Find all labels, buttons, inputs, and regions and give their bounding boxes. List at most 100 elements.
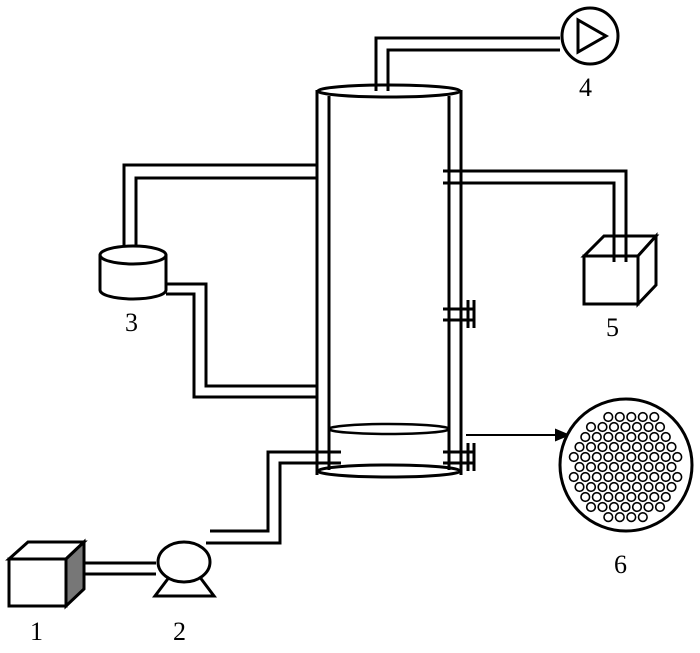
plate-hole [631, 421, 643, 433]
plate-hole [637, 451, 648, 463]
plate-hole [637, 431, 648, 443]
plate-hole [597, 441, 608, 453]
label-2: 2 [173, 617, 186, 646]
plate-hole [620, 481, 631, 493]
plate-hole [649, 451, 660, 463]
label-3: 3 [125, 308, 138, 337]
plate-hole [614, 451, 625, 463]
plate-hole [666, 481, 677, 493]
plate-hole [672, 471, 683, 483]
plate-hole [580, 451, 591, 463]
pipe-top-to-fan [374, 36, 560, 91]
detail-pointer-arrow [466, 428, 571, 442]
plate-hole [597, 501, 608, 513]
plate-hole [649, 411, 660, 423]
plate-hole [585, 481, 597, 493]
plate-hole [654, 441, 666, 453]
plate-hole [585, 441, 597, 453]
plate-hole [580, 471, 591, 483]
plate-hole [626, 471, 637, 483]
plate-hole [626, 431, 637, 443]
plate-hole [568, 451, 579, 463]
plate-hole [597, 461, 608, 473]
plate-hole [626, 511, 637, 523]
plate-hole [580, 491, 591, 503]
plate-hole [603, 511, 614, 523]
cylinder-tank-icon [98, 244, 168, 301]
plate-hole [620, 421, 631, 433]
plate-hole [603, 451, 614, 463]
plate-hole [631, 441, 643, 453]
plate-hole [591, 471, 602, 483]
plate-hole [637, 491, 648, 503]
plate-hole [637, 471, 648, 483]
plate-hole [626, 451, 637, 463]
plate-hole [591, 431, 602, 443]
plate-hole [620, 461, 631, 473]
fan-icon [560, 6, 620, 66]
label-4: 4 [579, 73, 592, 102]
plate-hole [637, 511, 648, 523]
plate-hole [614, 471, 625, 483]
plate-hole [631, 461, 643, 473]
plate-hole [649, 471, 660, 483]
pipe-box1-to-pump [82, 561, 156, 576]
plate-hole [660, 471, 671, 483]
plate-hole [614, 491, 625, 503]
perforated-plate-icon [558, 397, 694, 533]
plate-hole [660, 431, 671, 443]
plate-hole [585, 461, 597, 473]
plate-hole [643, 421, 654, 433]
plate-hole [626, 411, 637, 423]
box-1-icon [5, 538, 88, 610]
plate-hole [597, 481, 608, 493]
pipe-pump-to-column [206, 450, 341, 545]
plate-hole [654, 501, 666, 513]
plate-hole [626, 491, 637, 503]
pipe-tank3-side-to-column [166, 282, 317, 399]
plate-hole [666, 441, 677, 453]
plate-hole [614, 511, 625, 523]
plate-hole [666, 461, 677, 473]
plate-hole [660, 491, 671, 503]
plate-hole [631, 501, 643, 513]
plate-hole [591, 491, 602, 503]
plate-hole [608, 461, 620, 473]
plate-hole [672, 451, 683, 463]
plate-hole [608, 501, 620, 513]
plate-hole [608, 481, 620, 493]
plate-hole [643, 501, 654, 513]
plate-hole [585, 501, 597, 513]
plate-hole [608, 421, 620, 433]
plate-hole [574, 481, 585, 493]
pipe-tank3-top-to-column [122, 163, 317, 246]
plate-hole [660, 451, 671, 463]
sampling-port-upper [443, 300, 476, 328]
plate-hole [580, 431, 591, 443]
plate-hole [620, 501, 631, 513]
plate-hole [631, 481, 643, 493]
plate-hole [620, 441, 631, 453]
plate-hole [654, 421, 666, 433]
plate-hole [637, 411, 648, 423]
plate-hole [603, 491, 614, 503]
plate-hole [574, 461, 585, 473]
main-column [315, 83, 463, 479]
pump-icon [152, 540, 217, 598]
label-6: 6 [614, 550, 627, 579]
plate-hole [649, 491, 660, 503]
plate-hole [603, 411, 614, 423]
plate-hole [591, 451, 602, 463]
plate-hole [603, 471, 614, 483]
sampling-port-lower [443, 443, 476, 471]
label-1: 1 [30, 617, 43, 646]
plate-hole [649, 431, 660, 443]
box-5-icon [580, 232, 660, 308]
plate-hole [585, 421, 597, 433]
plate-hole [643, 461, 654, 473]
plate-hole [603, 431, 614, 443]
plate-hole [597, 421, 608, 433]
plate-hole [643, 481, 654, 493]
plate-hole [614, 431, 625, 443]
